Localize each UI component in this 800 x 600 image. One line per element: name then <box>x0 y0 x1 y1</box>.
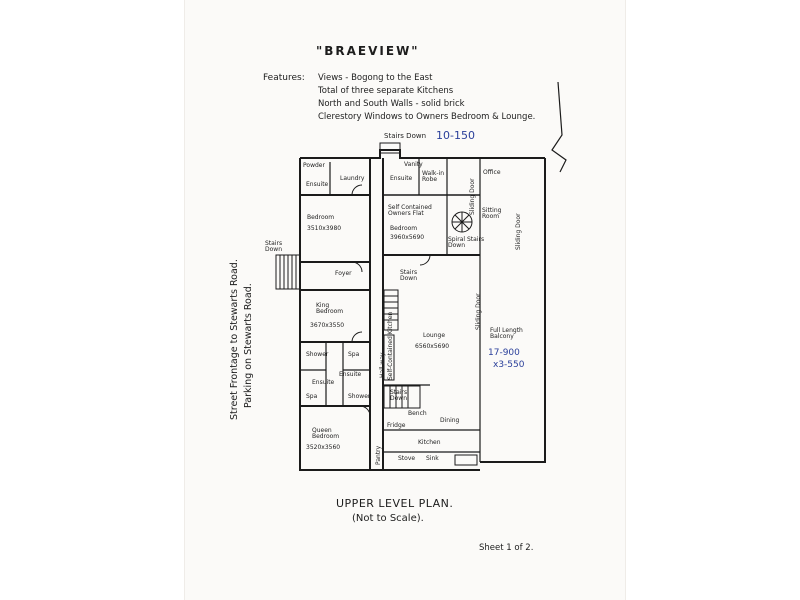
feature-item: Clerestory Windows to Owners Bedroom & L… <box>318 112 536 122</box>
shower-label: Shower <box>306 351 329 358</box>
lounge-label: Lounge <box>423 332 446 339</box>
outer-wall <box>300 149 545 159</box>
vanity-label: Vanity <box>404 161 423 168</box>
lounge-dimension: 6560x5690 <box>415 343 450 350</box>
shower-label: Shower <box>348 393 371 400</box>
spiral-stairs-label: Spiral Stairs Down <box>448 236 485 249</box>
balcony-label: Full Length Balcony <box>490 327 523 340</box>
sliding-door-label: Sliding Door <box>475 293 482 330</box>
feature-item: Views - Bogong to the East <box>318 73 433 83</box>
sliding-door-label: Sliding Door <box>469 178 476 215</box>
bedroom-label: Bedroom <box>307 214 335 221</box>
stairs-down-label: Stairs Down <box>265 240 283 253</box>
outer-wall <box>480 158 546 463</box>
spa-label: Spa <box>306 393 318 400</box>
pantry-label: Pantry <box>375 445 382 465</box>
sink-label: Sink <box>426 455 439 462</box>
sliding-door-label: Sliding Door <box>515 213 522 250</box>
paper-sheet <box>185 0 625 600</box>
spa-label: Spa <box>348 351 360 358</box>
bench-label: Bench <box>408 410 427 417</box>
queen-bedroom-label: Queen Bedroom <box>312 427 340 440</box>
kitchen-label: Self-Contained Kitchen <box>387 311 394 380</box>
dining-label: Dining <box>440 417 460 424</box>
balcony-dimension: 17-900 <box>488 348 520 358</box>
stairs-down-label: Stairs Down <box>390 389 408 402</box>
ensuite-label: Ensuite <box>339 371 362 378</box>
plan-subtitle: (Not to Scale). <box>352 513 424 524</box>
bedroom-dimension: 3510x3980 <box>307 225 342 232</box>
stairs-down-label: Stairs Down <box>384 132 427 140</box>
hallway-label: Hall way <box>379 352 386 378</box>
stove-label: Stove <box>398 455 416 462</box>
powder-label: Powder <box>303 162 325 169</box>
sitting-room-label: Sitting Room <box>482 207 502 220</box>
sheet-number: Sheet 1 of 2. <box>479 543 534 553</box>
ensuite-label: Ensuite <box>312 379 335 386</box>
laundry-label: Laundry <box>340 175 365 182</box>
bedroom-label: Bedroom <box>390 225 418 232</box>
ensuite-label: Ensuite <box>390 175 413 182</box>
owners-flat-label: Self Contained Owners Flat <box>388 204 432 217</box>
top-dimension: 10-150 <box>436 129 475 142</box>
office-label: Office <box>483 169 501 176</box>
bedroom-dimension: 3960x5690 <box>390 234 425 241</box>
feature-item: North and South Walls - solid brick <box>318 99 465 109</box>
stairs-down-label: Stairs Down <box>400 269 418 282</box>
king-bedroom-label: King Bedroom <box>316 302 344 315</box>
plan-title: UPPER LEVEL PLAN. <box>336 497 454 510</box>
foyer-label: Foyer <box>335 270 352 277</box>
ensuite-label: Ensuite <box>306 181 329 188</box>
walkin-robe-label: Walk-in Robe <box>422 170 445 183</box>
balcony-dimension: x3-550 <box>493 360 525 370</box>
plan-name: "BRAEVIEW" <box>316 44 420 58</box>
queen-bedroom-dimension: 3520x3560 <box>306 444 341 451</box>
kitchen-label: Kitchen <box>418 439 441 446</box>
king-bedroom-dimension: 3670x3550 <box>310 322 345 329</box>
fridge-label: Fridge <box>387 422 406 429</box>
feature-item: Total of three separate Kitchens <box>318 86 454 96</box>
features-label: Features: <box>263 73 305 83</box>
